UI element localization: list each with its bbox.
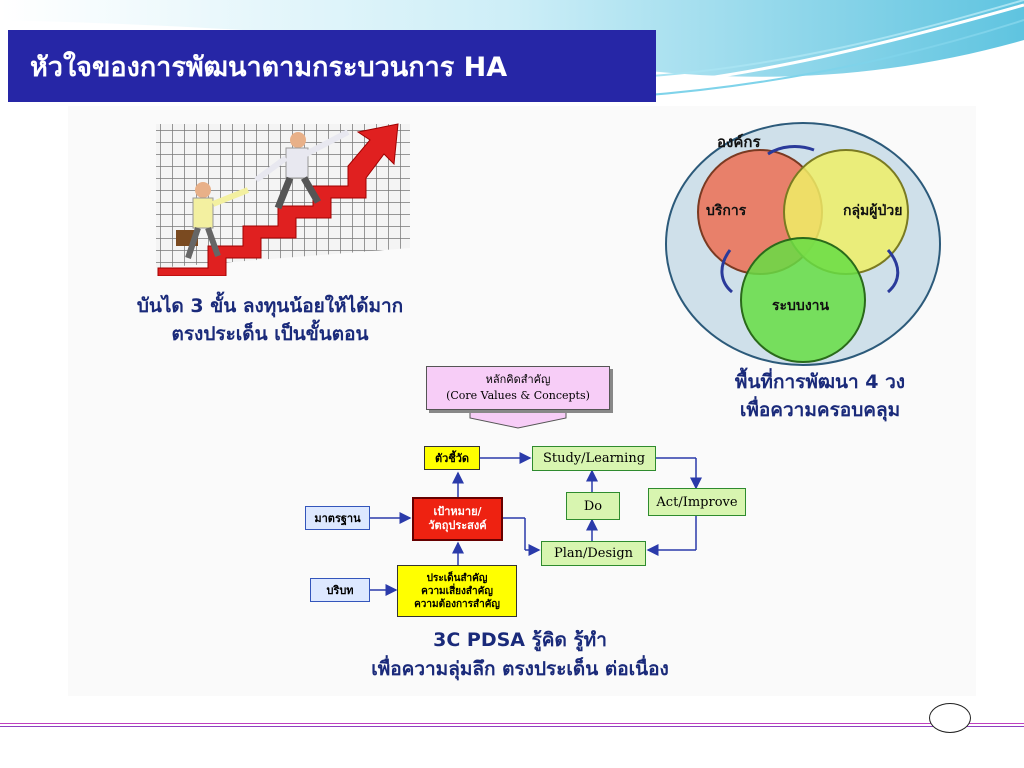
pdsa-caption-line2: เพื่อความลุ่มลึก ตรงประเด็น ต่อเนื่อง xyxy=(371,658,669,680)
act-label: Act/Improve xyxy=(656,494,738,510)
core-values-subtitle: (Core Values & Concepts) xyxy=(446,389,590,402)
study-label: Study/Learning xyxy=(542,451,646,466)
venn-label-patients: กลุ่มผู้ป่วย xyxy=(843,203,903,219)
venn-label-service: บริการ xyxy=(706,203,747,219)
stairs-caption-line1: บันได 3 ขั้น ลงทุนน้อยให้ได้มาก xyxy=(136,295,404,317)
venn-label-organization: องค์กร xyxy=(717,133,761,151)
core-values-box: หลักคิดสำคัญ (Core Values & Concepts) xyxy=(426,366,610,410)
plan-box: Plan/Design xyxy=(541,541,646,566)
act-box: Act/Improve xyxy=(648,488,746,516)
goal-box: เป้าหมาย/ วัตถุประสงค์ xyxy=(412,497,503,541)
stairs-caption-line2: ตรงประเด็น เป็นขั้นตอน xyxy=(171,323,369,345)
venn-diagram xyxy=(665,122,941,366)
upper-figure xyxy=(254,129,350,210)
key-issues-box: ประเด็นสำคัญ ความเสี่ยงสำคัญ ความต้องการ… xyxy=(397,565,517,617)
slide-title: หัวใจของการพัฒนาตามกระบวนการ HA xyxy=(30,51,508,83)
pdsa-caption: 3C PDSA รู้คิด รู้ทำ เพื่อความลุ่มลึก ตร… xyxy=(320,626,720,684)
venn-label-system: ระบบงาน xyxy=(772,298,830,314)
key-issues-line3: ความต้องการสำคัญ xyxy=(414,598,500,610)
indicator-box: ตัวชี้วัด xyxy=(424,446,480,470)
cycle-arrow-right xyxy=(886,249,900,294)
study-box: Study/Learning xyxy=(532,446,656,471)
venn-circle-system xyxy=(740,237,866,363)
stairs-caption: บันได 3 ขั้น ลงทุนน้อยให้ได้มาก ตรงประเด… xyxy=(100,292,440,348)
slide-number-oval xyxy=(929,703,971,733)
core-values-title: หลักคิดสำคัญ xyxy=(485,373,551,386)
context-box: บริบท xyxy=(310,578,370,602)
goal-label-line2: วัตถุประสงค์ xyxy=(428,519,487,532)
key-issues-line2: ความเสี่ยงสำคัญ xyxy=(421,585,493,597)
venn-caption-line2: เพื่อความครอบคลุม xyxy=(739,399,901,421)
pdsa-caption-line1: 3C PDSA รู้คิด รู้ทำ xyxy=(433,629,607,651)
core-values-down-arrow xyxy=(469,411,567,429)
key-issues-line1: ประเด็นสำคัญ xyxy=(426,572,488,584)
do-box: Do xyxy=(566,492,620,520)
cycle-arrow-left xyxy=(720,249,734,294)
bottom-divider xyxy=(0,723,1024,724)
goal-label-line1: เป้าหมาย/ xyxy=(433,505,482,518)
cycle-arrow-top xyxy=(767,145,815,156)
indicator-label: ตัวชี้วัด xyxy=(434,452,470,465)
bottom-divider-secondary xyxy=(0,726,1024,727)
venn-caption-line1: พื้นที่การพัฒนา 4 วง xyxy=(734,371,906,393)
lower-figure xyxy=(176,182,250,259)
venn-caption: พื้นที่การพัฒนา 4 วง เพื่อความครอบคลุม xyxy=(690,368,950,424)
context-label: บริบท xyxy=(326,584,354,597)
do-label: Do xyxy=(583,498,603,514)
staircase-illustration xyxy=(156,123,410,276)
standard-label: มาตรฐาน xyxy=(314,512,361,525)
plan-label: Plan/Design xyxy=(553,546,634,561)
rising-arrow xyxy=(157,123,399,276)
title-bar: หัวใจของการพัฒนาตามกระบวนการ HA xyxy=(8,30,656,102)
standard-box: มาตรฐาน xyxy=(305,506,370,530)
